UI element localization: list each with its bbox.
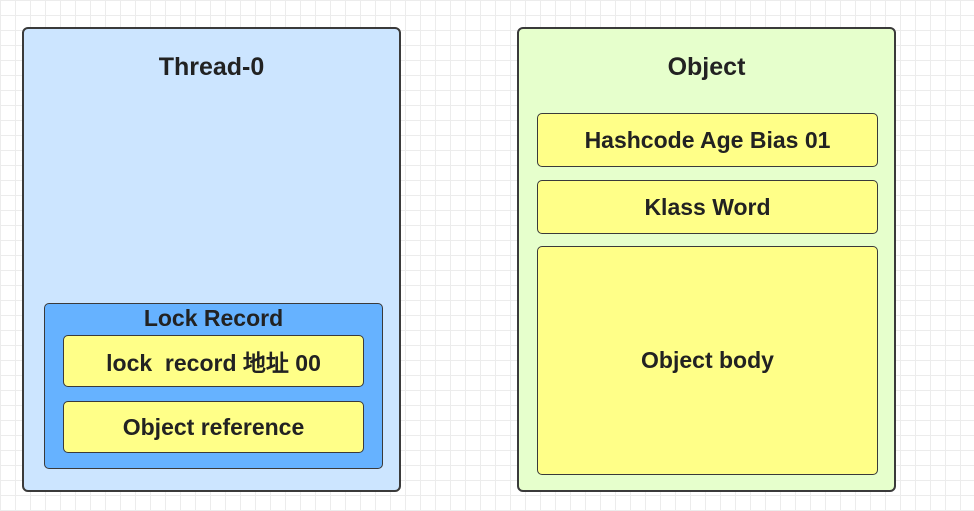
klass-word-cell: Klass Word [537, 180, 878, 234]
mark-word-cell: Hashcode Age Bias 01 [537, 113, 878, 167]
thread-title: Thread-0 [158, 53, 265, 81]
object-reference-cell: Object reference [63, 401, 364, 453]
object-body-cell: Object body [537, 246, 878, 475]
lock-record-title: Lock Record [143, 305, 284, 331]
object-title: Object [667, 53, 746, 81]
object-panel: Object Hashcode Age Bias 01 Klass Word O… [517, 27, 896, 492]
thread-panel: Thread-0 Lock Record lock record 地址 00 O… [22, 27, 401, 492]
lock-record-box: Lock Record lock record 地址 00 Object ref… [44, 303, 383, 469]
lock-record-address-cell: lock record 地址 00 [63, 335, 364, 387]
